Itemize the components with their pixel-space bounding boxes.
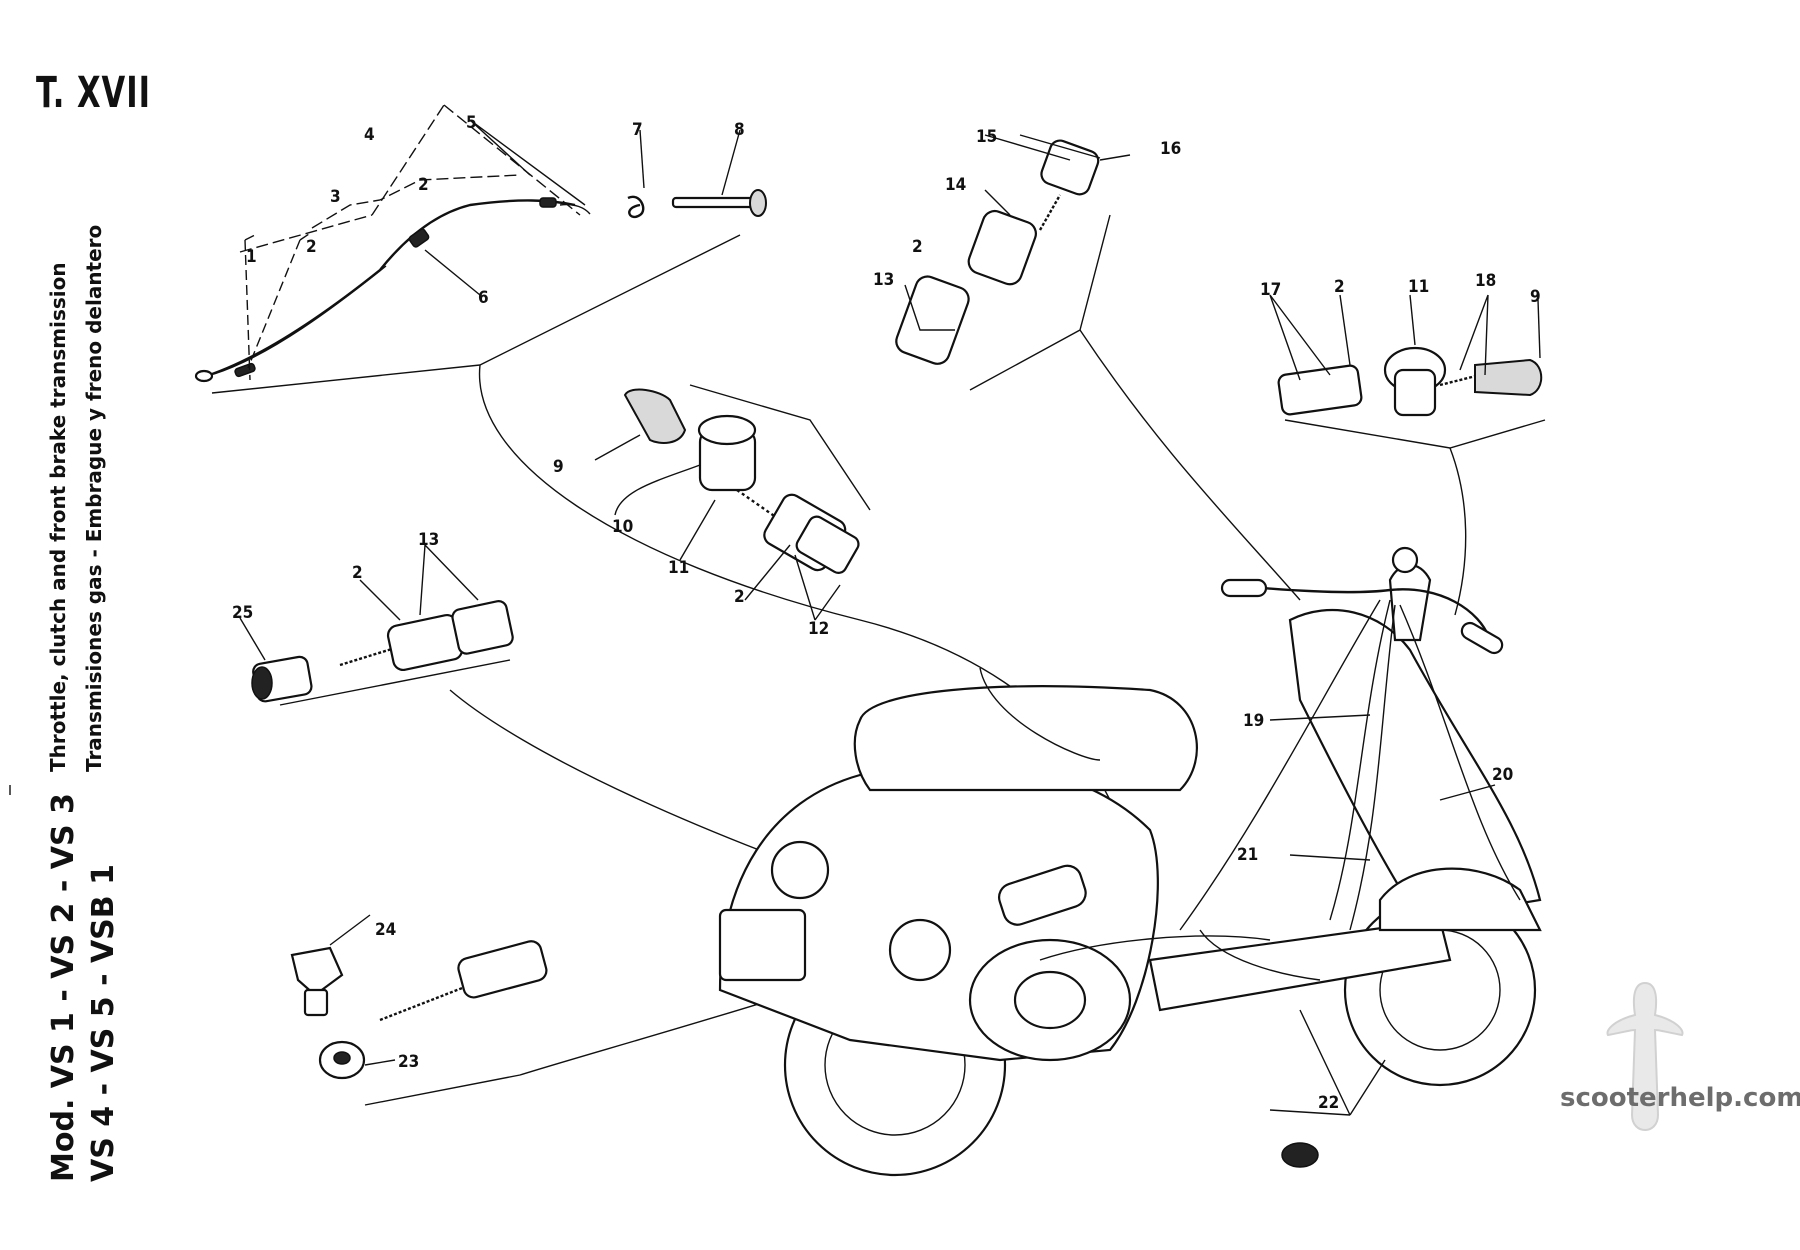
callout-2: 2: [306, 237, 317, 257]
adjuster-group-left: 9 10 11 2 12: [553, 384, 871, 639]
callout-6: 6: [478, 288, 489, 308]
callout-1: 1: [246, 247, 257, 267]
callout-9b: 9: [1530, 287, 1541, 307]
callout-12: 12: [808, 619, 829, 639]
callout-18: 18: [1475, 271, 1496, 291]
callout-9a: 9: [553, 457, 564, 477]
callout-5: 5: [466, 113, 477, 133]
pin-parts-group: 7 8: [479, 120, 767, 366]
watermark-text: scooterhelp.com: [1560, 1083, 1800, 1113]
callout-19: 19: [1243, 711, 1264, 731]
callout-17: 17: [1260, 280, 1281, 300]
callout-21: 21: [1237, 845, 1258, 865]
callout-2f: 2: [1334, 277, 1345, 297]
callout-11a: 11: [668, 558, 689, 578]
callout-24: 24: [375, 920, 396, 940]
watermark-scooter-icon: [1606, 981, 1684, 1131]
callout-20: 20: [1492, 765, 1513, 785]
callout-23: 23: [398, 1052, 419, 1072]
scooter-illustration: 19 21 20 22: [718, 546, 1542, 1177]
callout-2e: 2: [912, 237, 923, 257]
callout-3: 3: [330, 187, 341, 207]
callout-11b: 11: [1408, 277, 1429, 297]
callout-13b: 13: [873, 270, 894, 290]
callout-25: 25: [232, 603, 253, 623]
callout-8: 8: [734, 120, 745, 140]
callout-15: 15: [976, 127, 997, 147]
callout-16: 16: [1160, 139, 1181, 159]
callout-2c: 2: [734, 587, 745, 607]
callout-7: 7: [632, 120, 643, 140]
callout-22: 22: [1318, 1093, 1339, 1113]
callout-10: 10: [612, 517, 633, 537]
callout-14: 14: [945, 175, 966, 195]
adjuster-group-right: 17 2 11 18 9: [1260, 271, 1546, 616]
nut-group: 24 23: [290, 914, 991, 1106]
cable-assembly-group: 1 2 3 4 5 2 6: [194, 104, 591, 394]
callout-13a: 13: [418, 530, 439, 550]
callout-2b: 2: [418, 175, 429, 195]
callout-2d: 2: [352, 563, 363, 583]
adjuster-group-top: 15 16 14 2 13: [873, 127, 1301, 601]
plate-number: T. XVII: [36, 68, 151, 118]
callout-4: 4: [364, 125, 375, 145]
